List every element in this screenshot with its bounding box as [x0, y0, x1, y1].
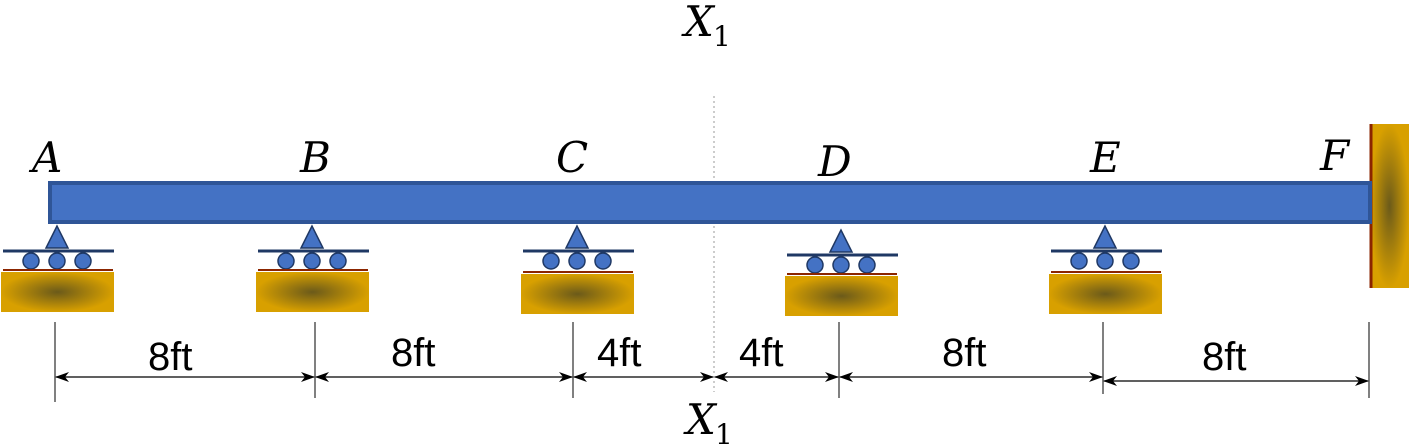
section-label-sub: 1 [713, 20, 731, 53]
roller-circle [303, 252, 321, 270]
roller-support-B [256, 224, 369, 312]
support-labels: A B C D E F [28, 131, 1351, 186]
dimension-labels: 8ft 8ft 4ft 4ft 8ft 8ft [148, 331, 1246, 379]
support-label-D: D [817, 137, 852, 186]
roller-circle [1122, 252, 1140, 270]
support-label-A: A [28, 133, 62, 182]
roller-circle [74, 252, 92, 270]
pin-triangle [299, 224, 325, 249]
roller-circle [806, 256, 824, 274]
extension-lines [54, 322, 1370, 402]
dimension-label-BC: 8ft [391, 331, 435, 375]
dimension-arrows [55, 372, 1369, 386]
support-label-E: E [1089, 133, 1121, 182]
fixed-wall-F [1369, 124, 1409, 288]
roller-support-E [1049, 224, 1162, 314]
roller-circle [568, 252, 586, 270]
ground-block [785, 276, 898, 316]
dimension-label-DE: 8ft [942, 331, 986, 375]
roller-circle [329, 252, 347, 270]
roller-circle [1070, 252, 1088, 270]
dimension-label-CX: 4ft [597, 331, 641, 375]
dimension-label-EF: 8ft [1202, 335, 1246, 379]
section-label-main: X [683, 395, 718, 444]
roller-circle [48, 252, 66, 270]
supports-group [1, 224, 1162, 316]
section-label-bottom: X 1 [683, 395, 733, 448]
section-label-top: X 1 [681, 0, 731, 53]
support-label-B: B [299, 133, 331, 182]
section-label-main: X [681, 0, 716, 46]
support-label-C: C [556, 133, 588, 182]
pin-triangle [44, 224, 70, 249]
section-label-sub: 1 [715, 418, 733, 448]
roller-support-A [1, 224, 114, 312]
pin-triangle [564, 224, 590, 249]
roller-support-D [785, 228, 898, 316]
roller-circle [858, 256, 876, 274]
roller-circle [832, 256, 850, 274]
pin-triangle [828, 228, 854, 253]
roller-circle [277, 252, 295, 270]
ground-block [521, 274, 634, 314]
beam [48, 181, 1372, 224]
ground-block [256, 272, 369, 312]
dimension-label-AB: 8ft [148, 335, 192, 379]
support-label-F: F [1319, 131, 1351, 180]
ground-block [1049, 274, 1162, 314]
roller-circle [542, 252, 560, 270]
dimension-label-XD: 4ft [739, 331, 783, 375]
roller-circle [22, 252, 40, 270]
roller-support-C [521, 224, 634, 314]
pin-triangle [1092, 224, 1118, 249]
roller-circle [1096, 252, 1114, 270]
ground-block [1, 272, 114, 312]
roller-circle [594, 252, 612, 270]
